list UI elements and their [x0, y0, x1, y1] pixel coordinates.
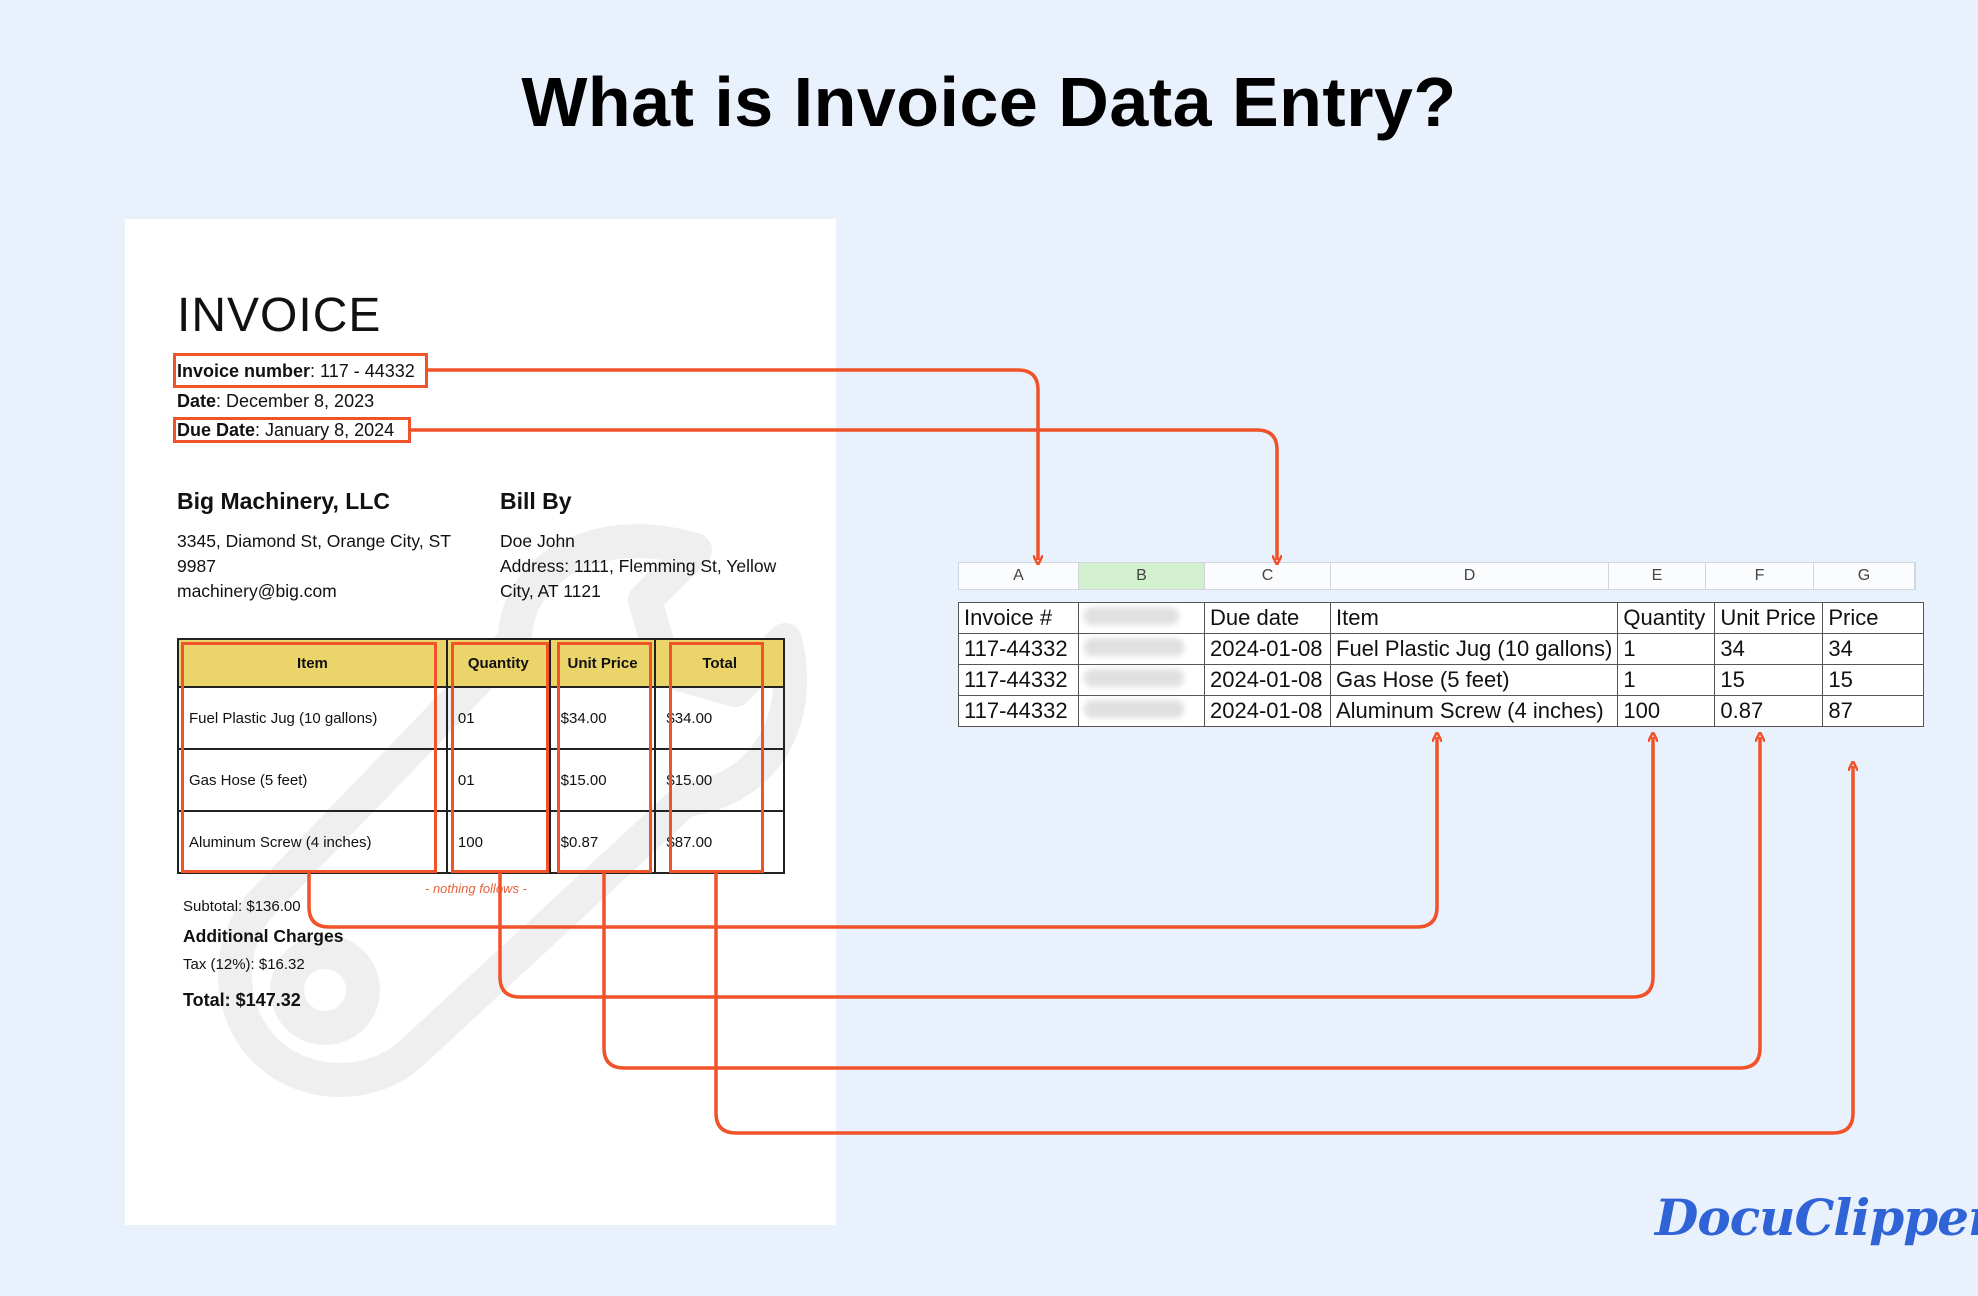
- table-row: 117-44332 2024-01-08 Fuel Plastic Jug (1…: [958, 633, 1925, 665]
- header-quantity: Quantity: [445, 638, 551, 688]
- due-date-line: Due Date: January 8, 2024: [177, 420, 394, 441]
- sheet-cell-due-date[interactable]: 2024-01-08: [1204, 664, 1331, 696]
- cell-unit-price: $34.00: [548, 686, 657, 750]
- invoice-date-label: Date: [177, 391, 217, 411]
- cell-unit-price: $0.87: [548, 810, 657, 874]
- sheet-cell-redacted[interactable]: [1078, 664, 1205, 696]
- bill-address-line-2: City, AT 1121: [500, 581, 601, 601]
- company-details: 3345, Diamond St, Orange City, ST 9987 m…: [177, 529, 451, 604]
- docuclipper-logo: DocuClipper: [1655, 1188, 1978, 1247]
- spreadsheet-column-header: A B C D E F G: [958, 562, 1916, 590]
- unit-price-column-highlight: [557, 642, 652, 873]
- sheet-cell-item[interactable]: Aluminum Screw (4 inches): [1329, 695, 1619, 727]
- sheet-cell-redacted[interactable]: [1078, 695, 1205, 727]
- invoice-number-highlight: [173, 353, 428, 388]
- sheet-cell-invoice[interactable]: 117-44332: [958, 633, 1079, 665]
- additional-charges-title: Additional Charges: [183, 926, 344, 946]
- table-row: 117-44332 2024-01-08 Gas Hose (5 feet) 1…: [958, 664, 1925, 696]
- sheet-cell-item[interactable]: Fuel Plastic Jug (10 gallons): [1329, 633, 1619, 665]
- due-date-value: : January 8, 2024: [255, 420, 395, 440]
- table-row: Gas Hose (5 feet) 01 $15.00 $15.00: [177, 748, 785, 812]
- sheet-cell-price[interactable]: 87: [1822, 695, 1925, 727]
- column-letter-d[interactable]: D: [1331, 563, 1609, 589]
- sheet-cell-invoice[interactable]: 117-44332: [958, 695, 1079, 727]
- redacted-value: [1084, 638, 1184, 656]
- table-row: 117-44332 2024-01-08 Aluminum Screw (4 i…: [958, 695, 1925, 727]
- cell-item: Gas Hose (5 feet): [177, 748, 448, 812]
- sheet-cell-redacted[interactable]: [1078, 633, 1205, 665]
- quantity-column-highlight: [451, 642, 549, 873]
- sheet-header-quantity[interactable]: Quantity: [1617, 602, 1716, 634]
- company-address-line-1: 3345, Diamond St, Orange City, ST: [177, 531, 451, 551]
- arrow-unit-price: [602, 737, 1760, 1070]
- column-letter-f[interactable]: F: [1706, 563, 1814, 589]
- invoice-date-line: Date: December 8, 2023: [177, 391, 374, 412]
- header-unit-price: Unit Price: [548, 638, 657, 688]
- sheet-cell-quantity[interactable]: 1: [1617, 633, 1716, 665]
- sheet-cell-unit-price[interactable]: 0.87: [1714, 695, 1824, 727]
- redacted-value: [1084, 669, 1184, 687]
- sheet-header-due-date[interactable]: Due date: [1204, 602, 1331, 634]
- column-letter-a[interactable]: A: [959, 563, 1079, 589]
- bill-by-details: Doe John Address: 1111, Flemming St, Yel…: [500, 529, 776, 604]
- spreadsheet-grid: Invoice # Due date Item Quantity Unit Pr…: [958, 602, 1925, 727]
- sheet-cell-quantity[interactable]: 100: [1617, 695, 1716, 727]
- subtotal: Subtotal: $136.00: [183, 898, 301, 915]
- due-date-highlight: [173, 417, 411, 443]
- table-row: Aluminum Screw (4 inches) 100 $0.87 $87.…: [177, 810, 785, 874]
- bill-address-line-1: Address: 1111, Flemming St, Yellow: [500, 556, 777, 576]
- page-title: What is Invoice Data Entry?: [521, 63, 1457, 141]
- invoice-items-table: Item Quantity Unit Price Total Fuel Plas…: [177, 638, 785, 874]
- column-letter-c[interactable]: C: [1205, 563, 1331, 589]
- bill-by-title: Bill By: [500, 488, 572, 514]
- sheet-header-unit-price[interactable]: Unit Price: [1714, 602, 1824, 634]
- sheet-header-invoice[interactable]: Invoice #: [958, 602, 1079, 634]
- item-column-highlight: [181, 642, 437, 873]
- total-column-highlight: [669, 642, 764, 873]
- company-address-line-2: 9987: [177, 556, 216, 576]
- redacted-value: [1084, 607, 1179, 625]
- arrow-item: [307, 737, 1437, 929]
- arrow-due-date: [411, 428, 1277, 560]
- column-letter-b[interactable]: B: [1079, 563, 1205, 589]
- invoice-date-value: : December 8, 2023: [216, 391, 375, 411]
- arrow-quantity: [498, 737, 1653, 999]
- company-email: machinery@big.com: [177, 581, 337, 601]
- arrow-total: [714, 766, 1853, 1135]
- redacted-value: [1084, 700, 1184, 718]
- spreadsheet-header-row: Invoice # Due date Item Quantity Unit Pr…: [958, 602, 1925, 634]
- cell-quantity: 01: [445, 686, 551, 750]
- header-item: Item: [177, 638, 448, 688]
- invoice-total: Total: $147.32: [183, 990, 301, 1010]
- invoice-number-label: Invoice number: [177, 361, 311, 381]
- invoice-heading: INVOICE: [177, 289, 382, 342]
- sheet-cell-item[interactable]: Gas Hose (5 feet): [1329, 664, 1619, 696]
- arrow-invoice-number: [428, 368, 1038, 560]
- sheet-cell-unit-price[interactable]: 34: [1714, 633, 1824, 665]
- sheet-cell-due-date[interactable]: 2024-01-08: [1204, 695, 1331, 727]
- due-date-label: Due Date: [177, 420, 256, 440]
- sheet-header-price[interactable]: Price: [1822, 602, 1925, 634]
- invoice-number-line: Invoice number: 117 - 44332: [177, 361, 415, 382]
- cell-item: Aluminum Screw (4 inches): [177, 810, 448, 874]
- bill-name: Doe John: [500, 531, 575, 551]
- company-name: Big Machinery, LLC: [177, 488, 390, 514]
- cell-unit-price: $15.00: [548, 748, 657, 812]
- invoice-table-header: Item Quantity Unit Price Total: [177, 638, 785, 688]
- cell-item: Fuel Plastic Jug (10 gallons): [177, 686, 448, 750]
- column-letter-g[interactable]: G: [1814, 563, 1915, 589]
- tax-line: Tax (12%): $16.32: [183, 956, 305, 973]
- cell-quantity: 01: [445, 748, 551, 812]
- column-letter-e[interactable]: E: [1609, 563, 1706, 589]
- invoice-number-value: : 117 - 44332: [310, 361, 415, 381]
